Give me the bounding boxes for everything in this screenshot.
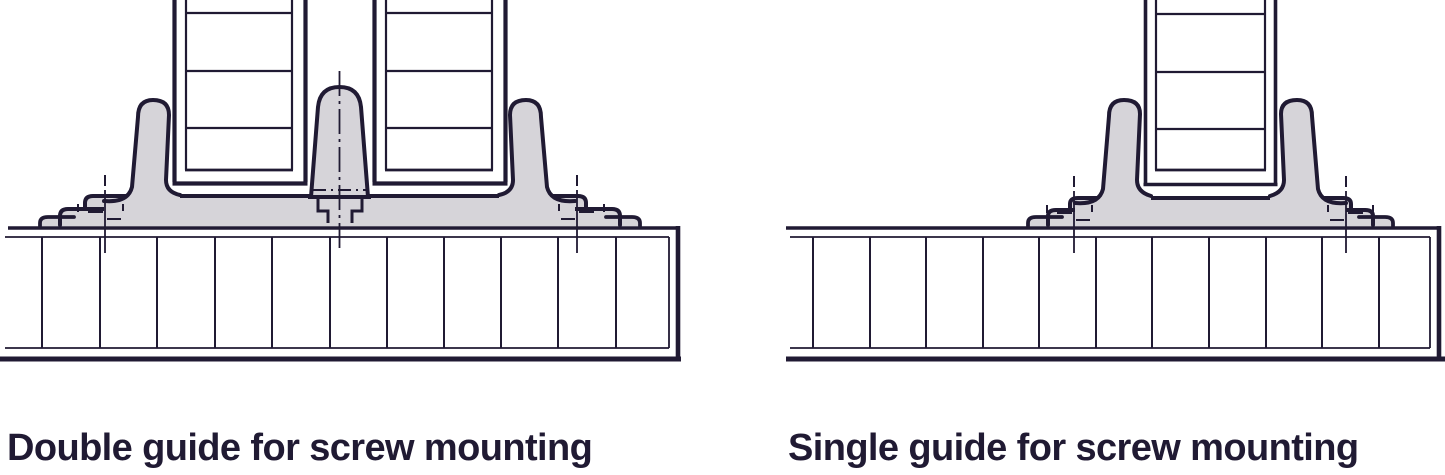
side-guide-left bbox=[102, 98, 182, 212]
double-guide-diagram bbox=[0, 0, 681, 362]
screw-centerline-left bbox=[1046, 176, 1093, 253]
side-guide-left bbox=[1073, 98, 1153, 214]
screw-centerline-right bbox=[558, 175, 605, 253]
center-guide bbox=[308, 71, 371, 253]
door-panel-right bbox=[372, 0, 508, 186]
screw-centerline-left bbox=[77, 175, 124, 253]
guide-mounting-diagrams bbox=[0, 0, 1445, 362]
caption-single-guide: Single guide for screw mounting bbox=[788, 427, 1359, 469]
door-panel-left bbox=[172, 0, 308, 186]
caption-double-guide: Double guide for screw mounting bbox=[7, 427, 593, 469]
screw-centerline-right bbox=[1327, 176, 1374, 253]
door-panel bbox=[1143, 0, 1278, 187]
side-guide-right bbox=[1268, 98, 1348, 214]
mounting-board bbox=[0, 226, 681, 362]
side-guide-right bbox=[497, 98, 577, 212]
mounting-board bbox=[786, 226, 1445, 362]
single-guide-diagram bbox=[786, 0, 1445, 362]
